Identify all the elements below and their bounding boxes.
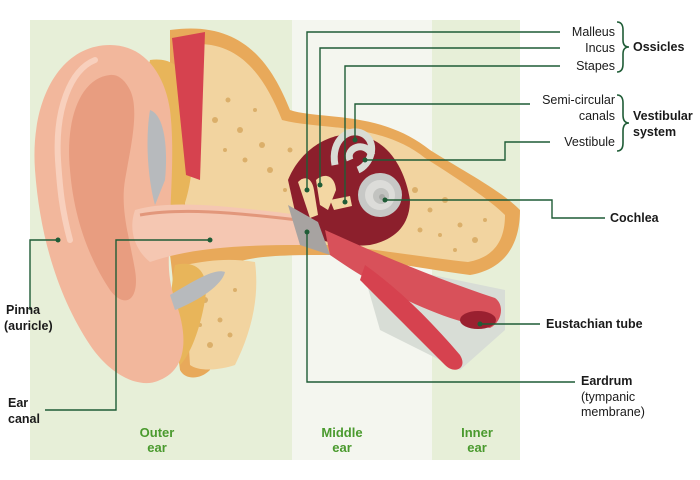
cochlea-leader bbox=[385, 199, 605, 219]
canal-cartilage-lower bbox=[170, 271, 225, 310]
outer-ear-line2: ear bbox=[147, 440, 167, 455]
leader-dots bbox=[55, 137, 483, 327]
pinna-inner-fold bbox=[69, 74, 136, 301]
inner-ear-line2: ear bbox=[467, 440, 487, 455]
cochlea-label: Cochlea bbox=[610, 211, 659, 225]
vestibular-label-line1: Vestibular bbox=[633, 109, 693, 123]
eardrum-label-line1: Eardrum bbox=[581, 374, 633, 388]
incus-leader bbox=[319, 47, 560, 185]
vestibular-brace bbox=[616, 94, 630, 152]
semicircular-leader bbox=[354, 103, 530, 140]
outer-ear-region-label: Outer ear bbox=[120, 425, 194, 455]
middle-ear-line2: ear bbox=[332, 440, 352, 455]
vestibule-label: Vestibule bbox=[564, 135, 615, 149]
eardrum-shape bbox=[288, 205, 330, 255]
vestibule-leader bbox=[365, 141, 550, 161]
earcanal-label-line1: Ear bbox=[8, 396, 29, 410]
malleus-label: Malleus bbox=[571, 25, 615, 39]
eardrum-label-line2: (tympanic bbox=[581, 390, 636, 404]
incus-label: Incus bbox=[585, 41, 615, 55]
middle-ear-region-label: Middle ear bbox=[305, 425, 379, 455]
ossicles-label: Ossicles bbox=[633, 40, 685, 54]
semicircular-label-line1: Semi-circular bbox=[542, 93, 615, 107]
eardrum-leader bbox=[306, 232, 575, 383]
semicircular-label-line2: canals bbox=[578, 109, 615, 123]
outer-ear-line1: Outer bbox=[139, 425, 175, 440]
malleus-leader bbox=[306, 31, 560, 190]
inner-ear-region-label: Inner ear bbox=[440, 425, 514, 455]
leader-lines bbox=[29, 31, 605, 411]
canal-cartilage-upper bbox=[147, 110, 167, 205]
eustachian-opening bbox=[460, 311, 496, 329]
ossicles-brace bbox=[616, 21, 630, 73]
stapes-shape bbox=[330, 196, 352, 210]
pinna-leader bbox=[29, 239, 58, 310]
eustachian-label: Eustachian tube bbox=[546, 317, 643, 331]
ear-canal-leader bbox=[45, 239, 210, 411]
eustachian-muscle bbox=[360, 265, 463, 370]
semicircular-canals-shape bbox=[330, 128, 376, 174]
pinna-helix-highlight bbox=[54, 57, 98, 243]
stapes-leader bbox=[344, 65, 560, 202]
vestibular-label-line2: system bbox=[633, 125, 677, 139]
eardrum-label-line3: membrane) bbox=[581, 405, 645, 419]
eustachian-tube-shape bbox=[325, 230, 502, 328]
cochlea-shape bbox=[358, 173, 402, 217]
ear-canal-tube bbox=[132, 204, 300, 262]
malleus-shape bbox=[298, 178, 318, 218]
ear-canal-lining bbox=[139, 209, 299, 222]
pinna-label-line1: Pinna bbox=[6, 303, 41, 317]
stapes-label: Stapes bbox=[576, 59, 615, 73]
inner-ear-line1: Inner bbox=[461, 425, 493, 440]
middle-ear-cavity bbox=[288, 134, 410, 246]
upper-muscle bbox=[172, 32, 205, 180]
earcanal-label-line2: canal bbox=[8, 412, 40, 426]
middle-ear-line1: Middle bbox=[321, 425, 363, 440]
pinna-label-line2: (auricle) bbox=[4, 319, 53, 333]
